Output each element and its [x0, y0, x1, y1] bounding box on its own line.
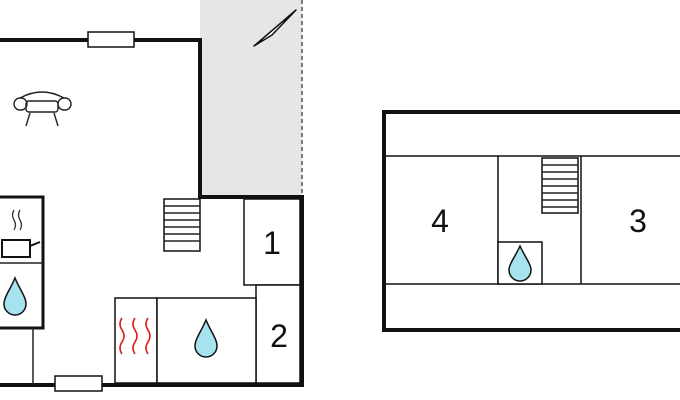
water-drop-icon [508, 244, 532, 282]
north-arrow-icon [253, 9, 297, 47]
room-1-label: 1 [263, 225, 281, 261]
room-1 [243, 198, 301, 286]
stove-icon [1, 209, 41, 258]
stairs-icon [163, 198, 201, 252]
room-2 [255, 284, 301, 384]
terrace-area [200, 0, 303, 197]
window-bottom [54, 375, 103, 392]
heater-icon [119, 317, 151, 355]
window-top [87, 31, 135, 48]
room-4-label: 4 [431, 203, 449, 239]
upper-floor-plan: 4 3 [382, 110, 680, 332]
sofa-icon [13, 91, 72, 127]
ground-floor-plan: 1 2 [0, 31, 304, 392]
room-3-label: 3 [629, 203, 647, 239]
stairs-icon [541, 157, 579, 214]
water-drop-icon [194, 318, 218, 358]
water-drop-icon [3, 276, 27, 316]
room-2-label: 2 [270, 318, 288, 354]
